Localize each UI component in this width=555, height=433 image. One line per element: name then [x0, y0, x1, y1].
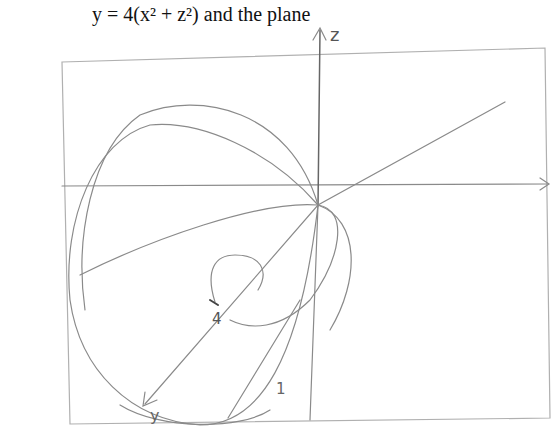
axis-label: z — [330, 26, 339, 44]
problem-text: y = 4(x² + z²) and the plane — [92, 4, 310, 24]
x-axis — [62, 184, 548, 186]
x-arrow — [540, 178, 549, 190]
z-axis — [318, 30, 320, 206]
paraboloid-outline — [120, 405, 270, 424]
tick-mark — [210, 300, 218, 305]
pencil-lines — [62, 28, 550, 425]
y-axis — [145, 102, 505, 404]
paraboloid-outline — [82, 105, 318, 310]
axis-label: y — [150, 408, 159, 424]
frame — [62, 48, 550, 424]
paraboloid-rim — [80, 205, 338, 326]
curl-stroke — [211, 255, 263, 302]
guide-line — [228, 300, 300, 418]
z-arrow — [313, 28, 326, 40]
paraboloid-outline — [69, 124, 318, 425]
value-label: 1 — [276, 382, 286, 397]
paraboloid-outline — [318, 205, 351, 330]
y-arrow — [143, 392, 157, 406]
value-label: 4 — [212, 312, 222, 327]
